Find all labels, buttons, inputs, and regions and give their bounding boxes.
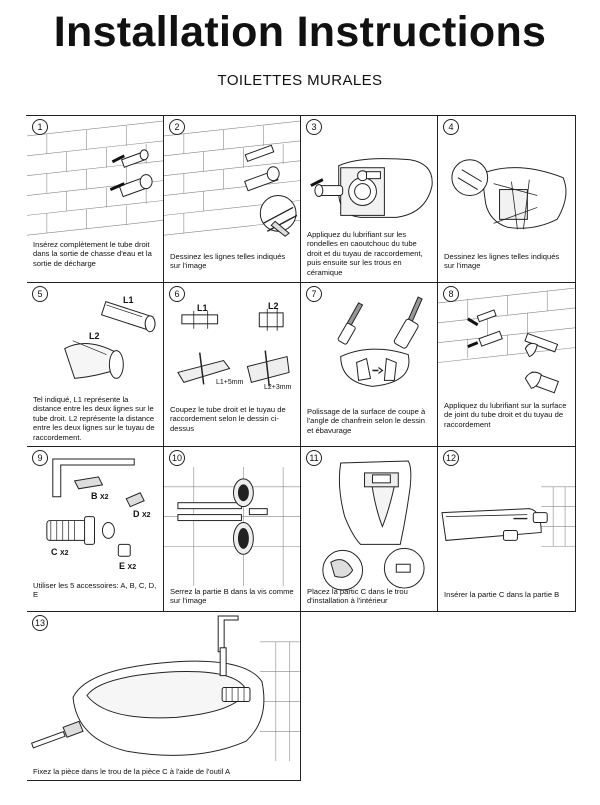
step-13-panel: 13 Fixez la pièce dans le trou de la piè… [27,612,301,781]
pipe-lubricant-illustration [438,287,575,394]
pipe-measurement-illustration [64,300,156,379]
step-number: 8 [443,286,459,302]
step-caption: Insérer la partie C dans la partie B [444,590,560,599]
screw-part-b-illustration [164,466,300,587]
part-e-label: E X2 [119,561,137,571]
step-2-panel: 2 Dessinez les lignes telles indiqués su… [164,116,301,283]
step-number: 6 [169,286,185,302]
part-c-label: C X2 [51,547,69,557]
insert-part-c-illustration [441,486,575,547]
step-caption: Placez la partic C dans le trou d'instal… [307,587,408,606]
step-8-panel: 8 Appliquez du lubrifiant sur la surface… [438,283,576,447]
step-caption: Dessinez les lignes telles indiqués sur … [444,252,560,271]
final-fixing-illustration [30,615,300,762]
l2-label: L2 [268,301,279,311]
part-b-label: B X2 [91,491,109,501]
step-number: 10 [169,450,185,466]
l2-plus-3mm-label: L2+3mm [264,384,292,391]
toilet-line-marking-illustration [451,159,567,230]
step-9-panel: 9 B X2 D X2 C X2 E X2 Utiliser les 5 acc… [27,447,164,612]
chamfer-polishing-illustration [337,296,423,387]
step-caption: Polissage de la surface de coupe à l'ang… [307,407,426,435]
step-5-panel: 5 L1 L2 Tel indiqué, L1 représente la di… [27,283,164,447]
step-caption: Appliquez du lubrifiant sur les rondelle… [307,230,423,277]
toilet-lubricant-illustration [310,158,433,218]
line-marking-illustration [164,120,300,237]
step-number: 11 [306,450,322,466]
step-11-panel: 11 Placez la partic C dans le trou d'ins… [301,447,438,612]
step-12-panel: 12 Insérer la partie C dans la partie B [438,447,576,612]
step-caption: Utiliser les 5 accessoires: A, B, C, D, … [33,581,157,600]
step-caption: Dessinez les lignes telles indiqués sur … [170,252,286,271]
l1-label: L1 [197,303,208,313]
step-number: 5 [32,286,48,302]
step-number: 4 [443,119,459,135]
step-number: 12 [443,450,459,466]
page-title: Installation Instructions [53,8,547,56]
step-10-panel: 10 Serrez la partie B dans la vis comme … [164,447,301,612]
step-6-panel: 6 L1 L2 L1+5mm L2+3mm Coupez le tube dro… [164,283,301,447]
step-caption: Insérez complètement le tube droit dans … [33,240,152,268]
step-4-panel: 4 Dessinez les lignes telles indiqués su… [438,116,576,283]
step-number: 13 [32,615,48,631]
page-subtitle: TOILETTES MURALES [217,72,383,89]
step-number: 9 [32,450,48,466]
steps-grid: 1 Insérez complètement le tube droit dan… [26,115,576,781]
part-d-label: D X2 [133,509,151,519]
step-3-panel: 3 Appliquez du lubrifiant sur les rondel… [301,116,438,283]
step-caption: Serrez la partie B dans la vis comme sur… [170,587,294,606]
part-c-placement-illustration [322,460,425,591]
l2-label: L2 [89,331,100,341]
pipe-cutting-illustration [177,308,290,387]
step-number: 3 [306,119,322,135]
step-number: 1 [32,119,48,135]
step-1-panel: 1 Insérez complètement le tube droit dan… [27,116,164,283]
step-number: 2 [169,119,185,135]
wall-pipe-insertion-illustration [27,120,163,236]
step-caption: Coupez le tube droit et le tuyau de racc… [170,405,286,433]
step-caption: Appliquez du lubrifiant sur la surface d… [444,401,567,429]
l1-label: L1 [123,295,134,305]
l1-plus-5mm-label: L1+5mm [216,379,244,386]
step-caption: Fixez la pièce dans le trou de la pièce … [33,767,231,776]
accessories-illustration [46,458,145,557]
step-caption: Tel indiqué, L1 représente la distance e… [33,395,155,442]
step-number: 7 [306,286,322,302]
step-7-panel: 7 Polissage de la surface de coupe à l'a… [301,283,438,447]
